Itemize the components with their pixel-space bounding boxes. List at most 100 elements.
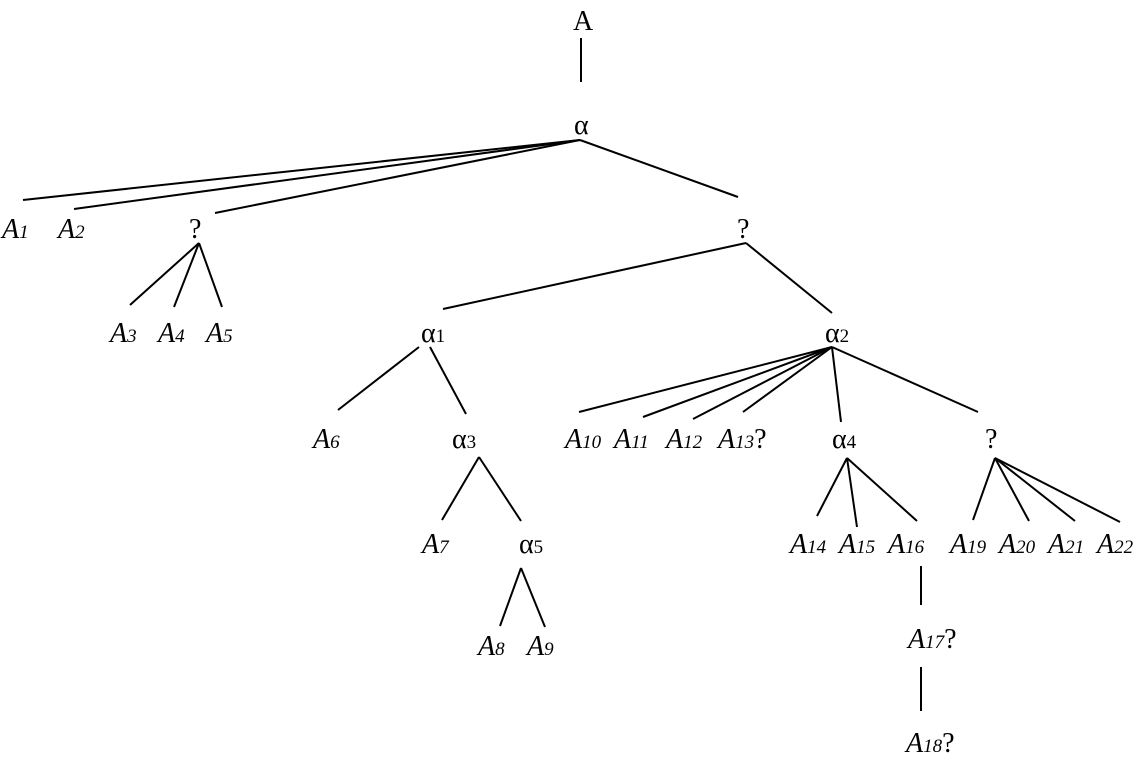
node-alpha1-part-1: 1	[436, 326, 446, 347]
node-A6-part-0: A	[311, 424, 331, 455]
edge-alpha4-to-A15	[846, 457, 858, 528]
node-A13-part-0: A	[716, 424, 736, 455]
node-A20: A20	[997, 529, 1036, 560]
node-A16: A16	[886, 529, 925, 560]
node-A15-part-1: 15	[856, 537, 875, 558]
node-A18-part-2: ?	[942, 728, 954, 759]
node-A22-part-0: A	[1095, 529, 1115, 560]
node-q3: ?	[985, 424, 997, 455]
node-A15: A15	[837, 529, 875, 560]
node-A8: A8	[476, 631, 505, 662]
node-A17: A17?	[906, 624, 957, 655]
node-A5-part-1: 5	[223, 326, 233, 347]
node-A4-part-1: 4	[175, 326, 185, 347]
node-A19: A19	[948, 529, 987, 560]
node-alpha5-part-1: 5	[534, 537, 544, 558]
edge-alpha2-to-A10	[578, 346, 833, 413]
edge-alpha3-to-alpha5	[478, 456, 522, 522]
node-A13-part-2: ?	[754, 424, 766, 455]
node-A11-part-0: A	[612, 424, 632, 455]
edge-alpha2-to-A13	[742, 346, 833, 413]
node-A13: A13?	[716, 424, 767, 455]
node-A19-part-0: A	[948, 529, 968, 560]
node-A20-part-1: 20	[1016, 537, 1036, 558]
node-A17-part-0: A	[906, 624, 926, 655]
node-q1: ?	[189, 214, 201, 245]
node-alpha4-part-0: α	[832, 424, 847, 455]
node-A1-part-0: A	[0, 214, 20, 245]
edge-q3-to-A22	[994, 457, 1121, 523]
node-alpha2-part-0: α	[825, 318, 840, 349]
node-A18-part-0: A	[904, 728, 924, 759]
node-A2: A2	[56, 214, 85, 245]
edge-alpha-to-A1	[22, 139, 581, 201]
node-A17-part-2: ?	[944, 624, 956, 655]
node-alpha1-part-0: α	[421, 318, 436, 349]
node-alpha3-part-1: 3	[467, 432, 477, 453]
node-alpha3: α3	[452, 424, 476, 455]
node-alpha4-part-1: 4	[847, 432, 857, 453]
node-root: A	[573, 6, 594, 37]
node-A14: A14	[788, 529, 827, 560]
node-A3: A3	[108, 318, 137, 349]
node-q2: ?	[737, 214, 749, 245]
node-A4: A4	[156, 318, 185, 349]
node-A16-part-0: A	[886, 529, 906, 560]
node-A11-part-1: 11	[631, 432, 649, 453]
node-A21-part-0: A	[1046, 529, 1066, 560]
node-A12: A12	[664, 424, 703, 455]
node-A1: A1	[0, 214, 29, 245]
node-A11: A11	[612, 424, 649, 455]
node-A6-part-1: 6	[330, 432, 340, 453]
node-A9: A9	[525, 631, 554, 662]
edge-q3-to-A19	[972, 457, 996, 521]
edge-q1-to-A3	[129, 242, 200, 306]
edge-alpha-to-q1	[214, 139, 581, 214]
node-A4-part-0: A	[156, 318, 176, 349]
node-A17-part-1: 17	[925, 632, 946, 653]
node-alpha4: α4	[832, 424, 857, 455]
node-alpha3-part-0: α	[452, 424, 467, 455]
node-A18-part-1: 18	[923, 736, 943, 757]
node-A3-part-0: A	[108, 318, 128, 349]
node-q1-part-0: ?	[189, 214, 201, 245]
node-A13-part-1: 13	[735, 432, 754, 453]
node-A9-part-1: 9	[544, 639, 554, 660]
node-alpha5-part-0: α	[519, 529, 534, 560]
node-alpha2-part-1: 2	[840, 326, 850, 347]
node-A10-part-1: 10	[582, 432, 602, 453]
node-A21-part-1: 21	[1065, 537, 1084, 558]
edge-alpha2-to-alpha4	[831, 346, 842, 423]
node-A10-part-0: A	[563, 424, 583, 455]
node-A1-part-1: 1	[19, 222, 29, 243]
node-A22-part-1: 22	[1114, 537, 1134, 558]
node-A22: A22	[1095, 529, 1134, 560]
node-A15-part-0: A	[837, 529, 857, 560]
node-A8-part-1: 8	[495, 639, 505, 660]
node-alpha5: α5	[519, 529, 543, 560]
node-A14-part-0: A	[788, 529, 808, 560]
edge-alpha1-to-A6	[337, 346, 420, 411]
node-alpha1: α1	[421, 318, 445, 349]
edge-q3-to-A21	[994, 457, 1076, 522]
node-A3-part-1: 3	[126, 326, 137, 347]
node-A14-part-1: 14	[807, 537, 827, 558]
node-A5-part-0: A	[204, 318, 224, 349]
node-A19-part-1: 19	[967, 537, 987, 558]
node-A18: A18?	[904, 728, 955, 759]
node-A2-part-0: A	[56, 214, 76, 245]
node-q3-part-0: ?	[985, 424, 997, 455]
node-alpha: α	[574, 110, 589, 141]
edge-q1-to-A4	[173, 242, 200, 308]
edge-alpha2-to-A12	[692, 346, 833, 420]
node-A12-part-0: A	[664, 424, 684, 455]
node-A7-part-1: 7	[439, 537, 450, 558]
edge-alpha3-to-A7	[441, 456, 480, 521]
edge-q2-to-alpha1	[442, 242, 747, 310]
edge-alpha5-to-A9	[520, 567, 546, 628]
node-A2-part-1: 2	[75, 222, 85, 243]
node-A20-part-0: A	[997, 529, 1017, 560]
node-A21: A21	[1046, 529, 1084, 560]
edge-alpha5-to-A8	[499, 567, 522, 627]
